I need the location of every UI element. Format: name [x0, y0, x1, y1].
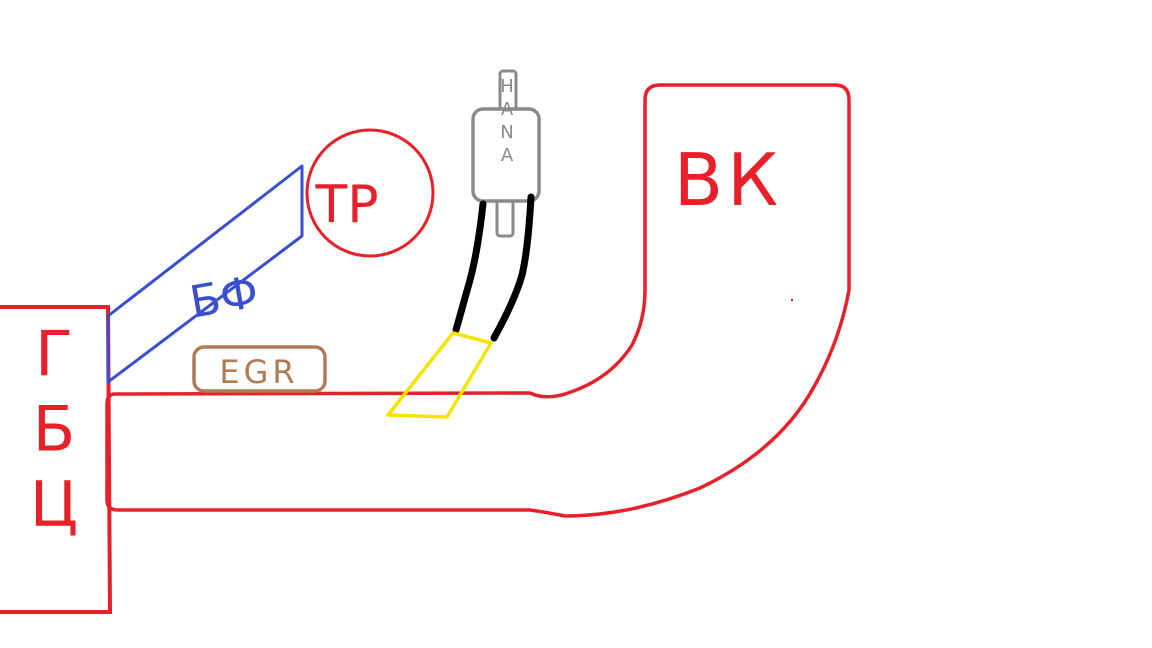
wire-left: [452, 200, 487, 334]
wire-right: [490, 193, 535, 342]
egr-outline: [192, 345, 327, 393]
vk-label: ВК: [674, 138, 783, 222]
hana-sensor: HANA: [471, 69, 541, 238]
turbo-outline: [305, 128, 435, 258]
sensor-wires: [452, 193, 535, 342]
yellow-connector: [386, 331, 493, 419]
bf-outline: [106, 164, 304, 384]
turbo-label: ТР: [314, 175, 378, 235]
cylinder-head-block: ГБЦ: [0, 305, 113, 614]
bf-label: БФ: [186, 267, 262, 329]
cylinder-head-outline: [0, 305, 113, 614]
sensor-bottom-stem: [495, 198, 515, 238]
pipe-outline: [105, 83, 851, 518]
sensor-label: HANA: [497, 76, 518, 168]
bf-block: БФ: [106, 164, 304, 384]
stray-dot: [790, 298, 794, 302]
egr-label: EGR: [219, 353, 298, 391]
sensor-body: [471, 107, 541, 203]
manifold-pipe: ВК: [105, 83, 851, 518]
cylinder-head-label: ГБЦ: [18, 318, 91, 543]
egr-block: EGR: [192, 345, 327, 393]
turbo-block: ТР: [305, 128, 435, 258]
